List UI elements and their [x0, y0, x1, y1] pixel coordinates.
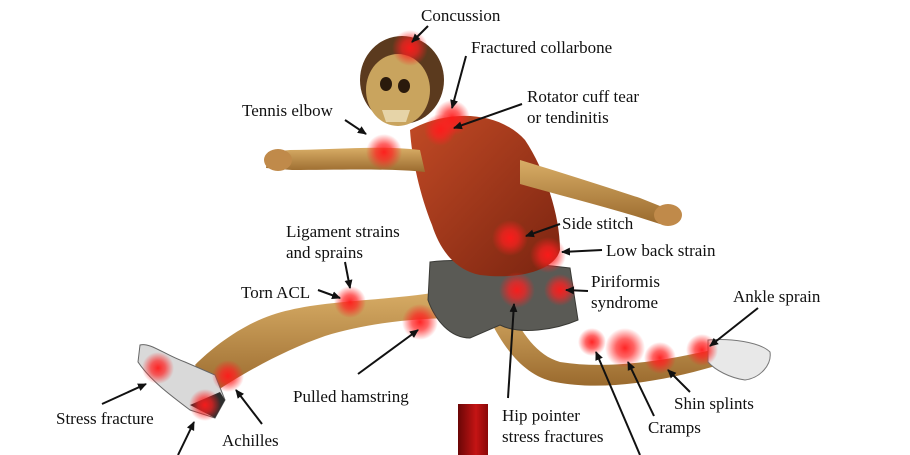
label-rotator-cuff: Rotator cuff tear or tendinitis: [527, 86, 639, 128]
arrow-concussion: [411, 25, 429, 43]
hotspot-calf: [578, 328, 606, 356]
arrow-foot: [177, 421, 195, 455]
hotspot-shin: [644, 342, 676, 374]
hotspot-side-stitch: [492, 220, 528, 256]
arrow-ligament: [344, 261, 353, 289]
hotspot-low-back: [530, 237, 566, 273]
arrow-cramps: [627, 361, 655, 417]
hotspot-stress-fracture: [142, 352, 174, 384]
right-arm: [520, 160, 665, 224]
hotspot-hip: [499, 272, 535, 308]
hotspot-tennis-elbow: [366, 134, 402, 170]
pointer-arrows: [101, 25, 759, 455]
hotspot-rotator-cuff: [424, 114, 456, 146]
left-fist: [264, 149, 292, 171]
hotspot-ankle: [686, 334, 718, 366]
label-stress-fracture: Stress fracture: [56, 409, 154, 428]
arrow-ankle: [709, 307, 759, 347]
arrow-piriformis: [565, 286, 589, 295]
label-ligament-line2: and sprains: [286, 243, 363, 262]
arrow-rotator: [453, 103, 523, 130]
hotspot-ligament: [334, 286, 366, 318]
hotspot-piriformis: [544, 274, 576, 306]
hotspot-hamstring: [402, 304, 438, 340]
label-low-back-strain: Low back strain: [606, 241, 716, 260]
label-pulled-hamstring: Pulled hamstring: [293, 387, 409, 406]
hurdle-post: [458, 404, 488, 455]
label-piriformis: Piriformis syndrome: [591, 271, 660, 313]
label-ankle-sprain: Ankle sprain: [733, 287, 821, 306]
arrow-low-back: [561, 247, 603, 256]
label-rotator-line1: Rotator cuff tear: [527, 87, 640, 106]
label-piriformis-line1: Piriformis: [591, 272, 660, 291]
label-piriformis-line2: syndrome: [591, 293, 659, 312]
label-concussion: Concussion: [421, 6, 501, 25]
label-hip-line2: stress fractures: [502, 427, 604, 446]
arrow-stress-fracture: [101, 383, 147, 405]
arrow-collarbone: [450, 55, 467, 109]
label-achilles: Achilles: [222, 431, 279, 450]
arrow-shin: [667, 369, 691, 393]
label-ligament: Ligament strains and sprains: [286, 221, 400, 263]
arrow-side-stitch: [525, 223, 561, 238]
arrow-lower: [595, 351, 641, 455]
label-hip-line1: Hip pointer: [502, 406, 580, 425]
label-hip-pointer: Hip pointer stress fractures: [502, 405, 604, 447]
label-torn-acl: Torn ACL: [241, 283, 311, 302]
hotspot-foot: [189, 389, 221, 421]
label-ligament-line1: Ligament strains: [286, 222, 400, 241]
hotspot-concussion: [392, 30, 428, 66]
label-shin-splints: Shin splints: [674, 394, 754, 413]
hotspot-cramps: [605, 328, 645, 368]
arrow-hamstring: [357, 329, 419, 375]
label-rotator-line2: or tendinitis: [527, 108, 609, 127]
arrow-hip: [507, 303, 518, 399]
hotspot-achilles: [212, 360, 244, 392]
label-cramps: Cramps: [648, 418, 701, 437]
label-fractured-collarbone: Fractured collarbone: [471, 38, 613, 57]
label-tennis-elbow: Tennis elbow: [242, 101, 333, 120]
label-side-stitch: Side stitch: [562, 214, 634, 233]
arrow-achilles: [235, 389, 263, 425]
arrow-acl: [317, 289, 341, 300]
right-fist: [654, 204, 682, 226]
arrow-tennis-elbow: [344, 119, 367, 135]
